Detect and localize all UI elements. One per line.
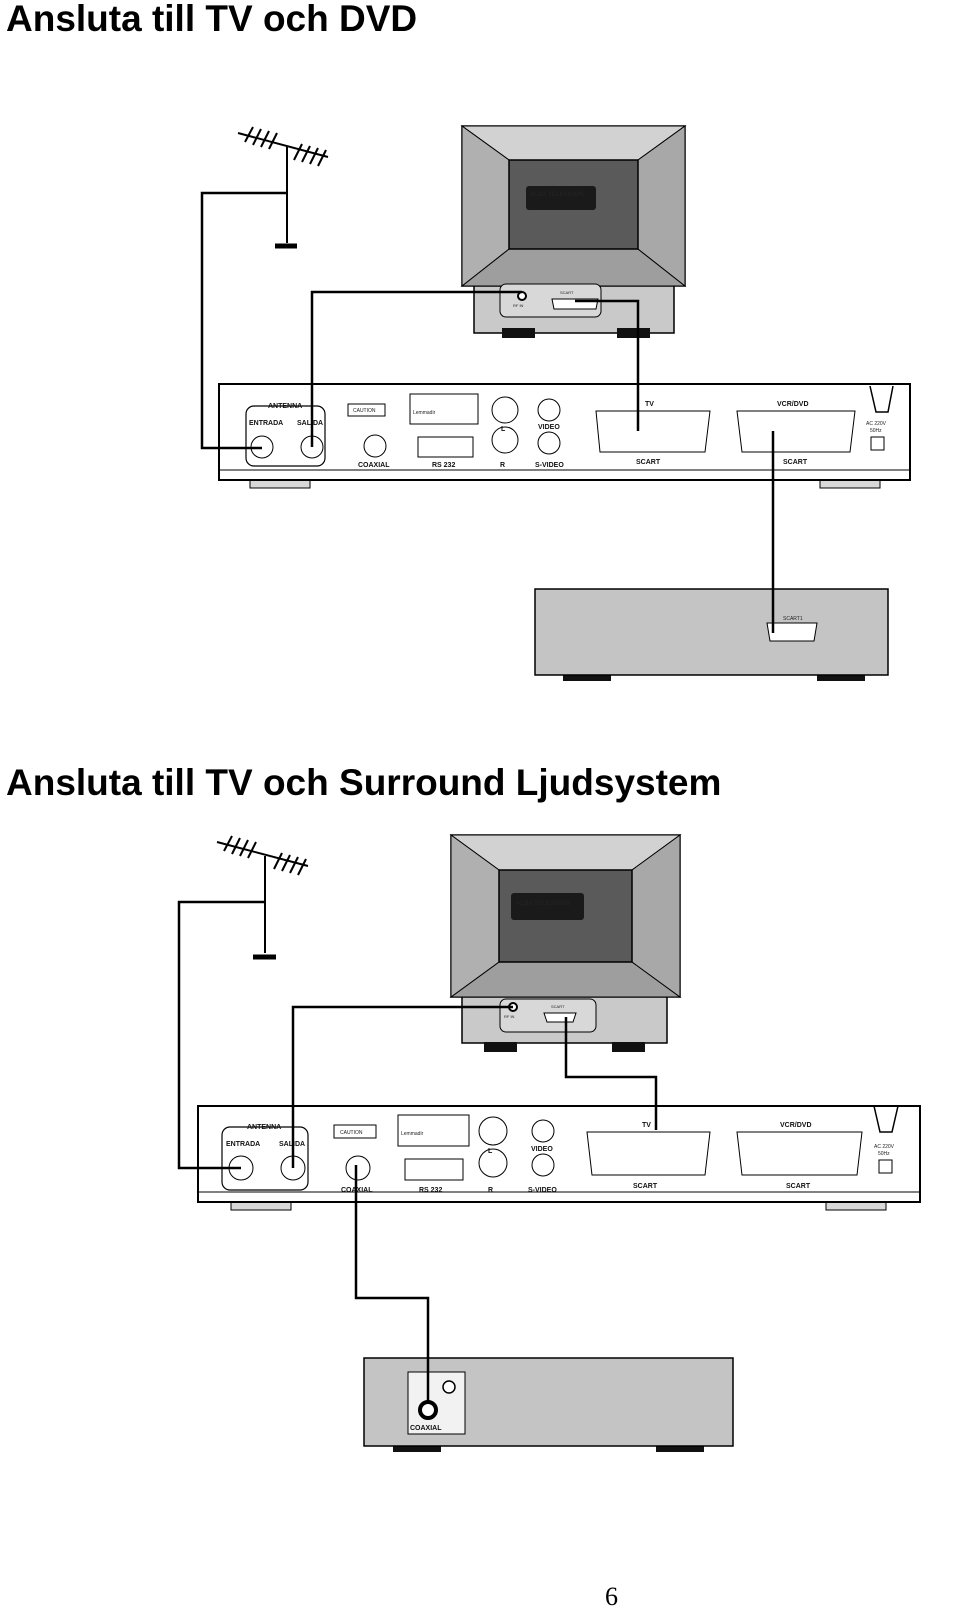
- svideo-label: S-VIDEO: [535, 462, 564, 469]
- coaxial-label: COAXIAL: [358, 462, 390, 469]
- digital-receiver: ANTENNA ENTRADA SALIDA CAUTION COAXIAL L…: [197, 1105, 921, 1211]
- surround-coaxial-label: COAXIAL: [410, 1425, 442, 1432]
- scart-vcrdvd-label: VCR/DVD: [780, 1122, 812, 1129]
- scart-tv-scart-label: SCART: [633, 1183, 658, 1190]
- receiver-brand-label: Lemmadir: [401, 1131, 424, 1137]
- antenna-group-label: ANTENNA: [247, 1124, 281, 1131]
- surround-sound-system: COAXIAL: [363, 1357, 734, 1452]
- power-freq-label: 50Hz: [870, 428, 882, 434]
- television: ALBA TELEVISION RF IN SCART: [449, 834, 682, 1052]
- scart-tv-label: TV: [645, 401, 654, 408]
- rs232-label: RS 232: [419, 1187, 442, 1194]
- rs232-label: RS 232: [432, 462, 455, 469]
- dvd-player: SCART1: [534, 588, 889, 681]
- page-number: 6: [605, 1582, 618, 1611]
- power-label: AC 220V: [866, 421, 887, 427]
- tv-rf-in-label: RF IN: [504, 1014, 515, 1019]
- svideo-label: S-VIDEO: [528, 1187, 557, 1194]
- television: ALBA TELEVISION RF IN SCART: [460, 125, 687, 338]
- digital-receiver: ANTENNA ENTRADA SALIDA CAUTION COAXIAL L…: [218, 383, 911, 489]
- section-title-tv-dvd: Ansluta till TV och DVD: [6, 0, 418, 39]
- scart-tv-label: TV: [642, 1122, 651, 1129]
- tv-scart-label: SCART: [560, 290, 574, 295]
- audio-l-label: L: [488, 1148, 493, 1155]
- tv-rf-in-label: RF IN: [513, 303, 524, 308]
- video-label: VIDEO: [531, 1146, 553, 1153]
- tv-brand-label: ALBA TELEVISION: [516, 901, 570, 907]
- scart-vcrdvd-label: VCR/DVD: [777, 401, 809, 408]
- power-label: AC 220V: [874, 1144, 895, 1150]
- cables: [177, 900, 658, 1402]
- caution-label: CAUTION: [353, 408, 376, 414]
- scart-vcrdvd-scart-label: SCART: [786, 1183, 811, 1190]
- scart-vcrdvd-scart-label: SCART: [783, 459, 808, 466]
- tv-brand-label: ALBA TELEVISION: [530, 192, 584, 198]
- tv-surround-connection-diagram: ALBA TELEVISION RF IN SCART ANTENNA ENTR…: [177, 834, 921, 1452]
- antenna-group-label: ANTENNA: [268, 403, 302, 410]
- tv-scart-label: SCART: [551, 1004, 565, 1009]
- section-title-tv-surround: Ansluta till TV och Surround Ljudsystem: [6, 762, 722, 803]
- power-freq-label: 50Hz: [878, 1151, 890, 1157]
- dvd-scart-label: SCART1: [783, 616, 803, 622]
- audio-r-label: R: [500, 462, 505, 469]
- tv-dvd-connection-diagram: ALBA TELEVISION RF IN SCART ANTENNA ENTR…: [200, 125, 911, 681]
- antenna-icon: [216, 835, 309, 960]
- salida-label: SALIDA: [297, 420, 323, 427]
- video-label: VIDEO: [538, 424, 560, 431]
- entrada-label: ENTRADA: [249, 420, 283, 427]
- audio-l-label: L: [501, 426, 506, 433]
- receiver-brand-label: Lemmadir: [413, 410, 436, 416]
- antenna-icon: [237, 126, 329, 249]
- entrada-label: ENTRADA: [226, 1141, 260, 1148]
- cables: [200, 191, 775, 633]
- audio-r-label: R: [488, 1187, 493, 1194]
- caution-label: CAUTION: [340, 1130, 363, 1136]
- scart-tv-scart-label: SCART: [636, 459, 661, 466]
